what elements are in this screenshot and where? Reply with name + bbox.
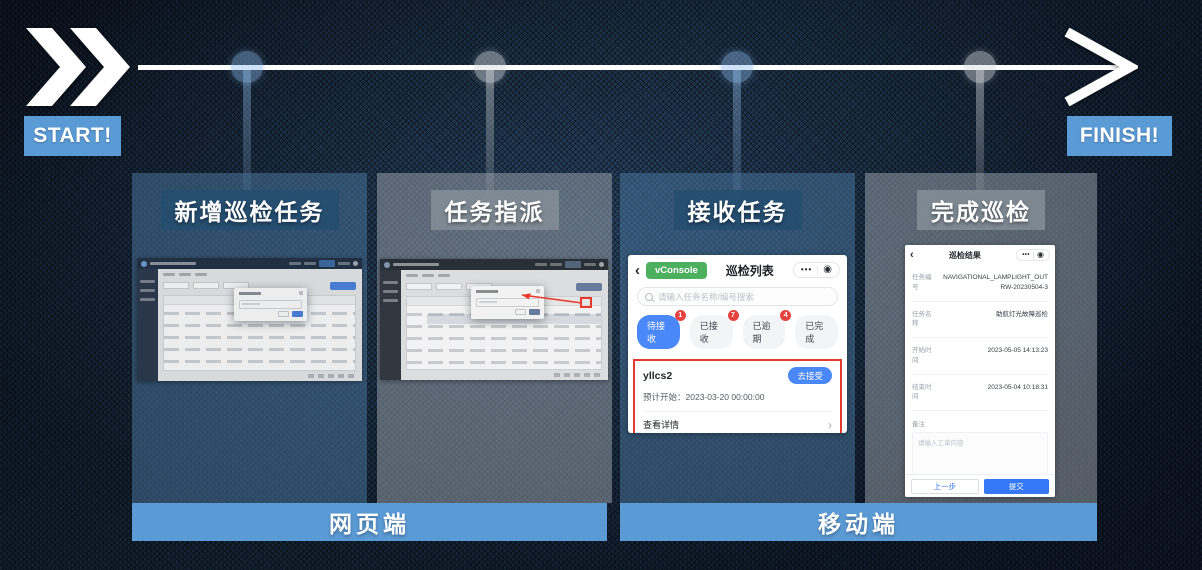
web-admin-navbar [380,259,608,270]
panel-title: 完成巡检 [917,190,1045,230]
web-screenshot-new-task [137,258,362,381]
logo-icon [141,260,147,267]
accept-button[interactable]: 去接受 [788,367,832,384]
timeline-node [721,51,753,83]
assign-modal [471,286,544,319]
submit-button[interactable]: 提交 [983,478,1049,494]
highlighted-row [427,314,601,324]
panel-title: 任务指派 [430,190,559,230]
field-row: 开始时间 2023-05-05 14:13:23 [912,338,1048,375]
timeline-node [231,51,263,83]
more-icon[interactable]: ••• [1022,252,1031,258]
avatar [599,262,604,267]
badge: 7 [727,310,739,321]
timeline-node [964,51,996,83]
field-row: 结束时间 2023-05-04 10:18:31 [912,375,1048,411]
field-row: 任务名称 助航灯光故障巡检 [912,302,1048,338]
task-name: yllcs2 [643,369,673,382]
more-icon[interactable]: ••• [800,265,813,274]
note-label: 备注 [912,421,925,428]
confirm-button[interactable] [292,311,303,317]
finish-badge: FINISH! [1067,116,1172,156]
web-admin-sidebar [137,269,158,381]
add-task-button[interactable] [576,283,602,291]
start-badge: START! [24,116,121,156]
confirm-button[interactable] [529,309,540,315]
miniprogram-capsule: ••• ◉ [1016,249,1050,261]
web-screenshot-assign-task [380,259,608,380]
record-icon[interactable]: ◉ [823,264,832,275]
back-icon[interactable]: ‹ [635,261,640,279]
mobile-header: ‹ vConsole 巡检列表 ••• ◉ [628,255,847,285]
modal-input[interactable] [476,298,539,307]
add-task-button[interactable] [330,282,356,290]
timeline-stem [976,70,984,196]
panel-new-task: 新增巡检任务 [132,173,367,503]
timeline-stem [733,70,741,196]
search-icon [645,292,653,301]
pagination[interactable] [554,373,600,377]
mobile-header: ‹ 巡检结果 ••• ◉ [905,245,1055,265]
planned-start: 预计开始：2023-03-20 00:00:00 [643,392,765,402]
web-admin-content [401,270,608,380]
miniprogram-capsule: ••• ◉ [792,262,840,278]
badge: 1 [674,310,686,321]
vconsole-button[interactable]: vConsole [646,261,707,279]
timeline-node [474,51,506,83]
web-admin-navbar [137,258,362,269]
chevron-right-icon: › [828,417,832,432]
search-placeholder: 请输入任务名称/编号搜索 [658,291,754,302]
logo-icon [384,261,390,268]
web-admin-content [158,269,362,381]
tab-completed[interactable]: 已完成 [795,315,838,349]
avatar [353,261,358,266]
close-icon[interactable] [299,291,303,295]
panel-assign-task: 任务指派 [377,173,612,503]
annotation-highlight-box [580,297,592,308]
annotation-arrow-icon [521,293,583,304]
panel-title: 接收任务 [673,190,802,230]
section-bar-mobile: 移动端 [620,503,1097,541]
modal-input[interactable] [239,300,302,309]
record-icon[interactable]: ◉ [1037,250,1044,259]
page-title: 巡检列表 [725,263,774,278]
timeline-stem [243,70,251,196]
badge: 4 [780,310,792,321]
field-row: 任务编号 NAVIGATIONAL_LAMPLIGHT_OUTRW-202305… [912,265,1048,302]
back-icon[interactable]: ‹ [910,248,914,261]
panel-title: 新增巡检任务 [160,190,339,230]
mobile-result-screenshot: ‹ 巡检结果 ••• ◉ 任务编号 NAVIGATIONAL_LAMPLIGHT… [905,245,1055,497]
panel-complete-task: 完成巡检 ‹ 巡检结果 ••• ◉ 任务编号 NAVIGATIONAL_LAMP… [865,173,1097,503]
form-footer: 上一步 提交 [905,474,1055,497]
view-detail-link[interactable]: 查看详情 [643,420,680,430]
search-input[interactable]: 请输入任务名称/编号搜索 [637,287,838,306]
result-form: 任务编号 NAVIGATIONAL_LAMPLIGHT_OUTRW-202305… [905,265,1055,490]
previous-step-button[interactable]: 上一步 [911,478,979,494]
start-arrow-icon [26,28,130,106]
web-admin-sidebar [380,270,401,380]
cancel-button[interactable] [515,309,526,315]
task-card[interactable]: yllcs2 去接受 预计开始：2023-03-20 00:00:00 查看详情… [633,359,842,433]
finish-arrow-icon [1064,28,1138,106]
panel-receive-task: 接收任务 ‹ vConsole 巡检列表 ••• ◉ 请输入任务名称/编号搜索 … [620,173,855,503]
section-bar-web: 网页端 [132,503,607,541]
cancel-button[interactable] [278,311,289,317]
page-title: 巡检结果 [948,250,981,260]
close-icon[interactable] [536,289,540,293]
timeline-line [138,65,1126,70]
timeline-stem [486,70,494,196]
new-task-modal [234,288,307,321]
pagination[interactable] [308,374,354,378]
